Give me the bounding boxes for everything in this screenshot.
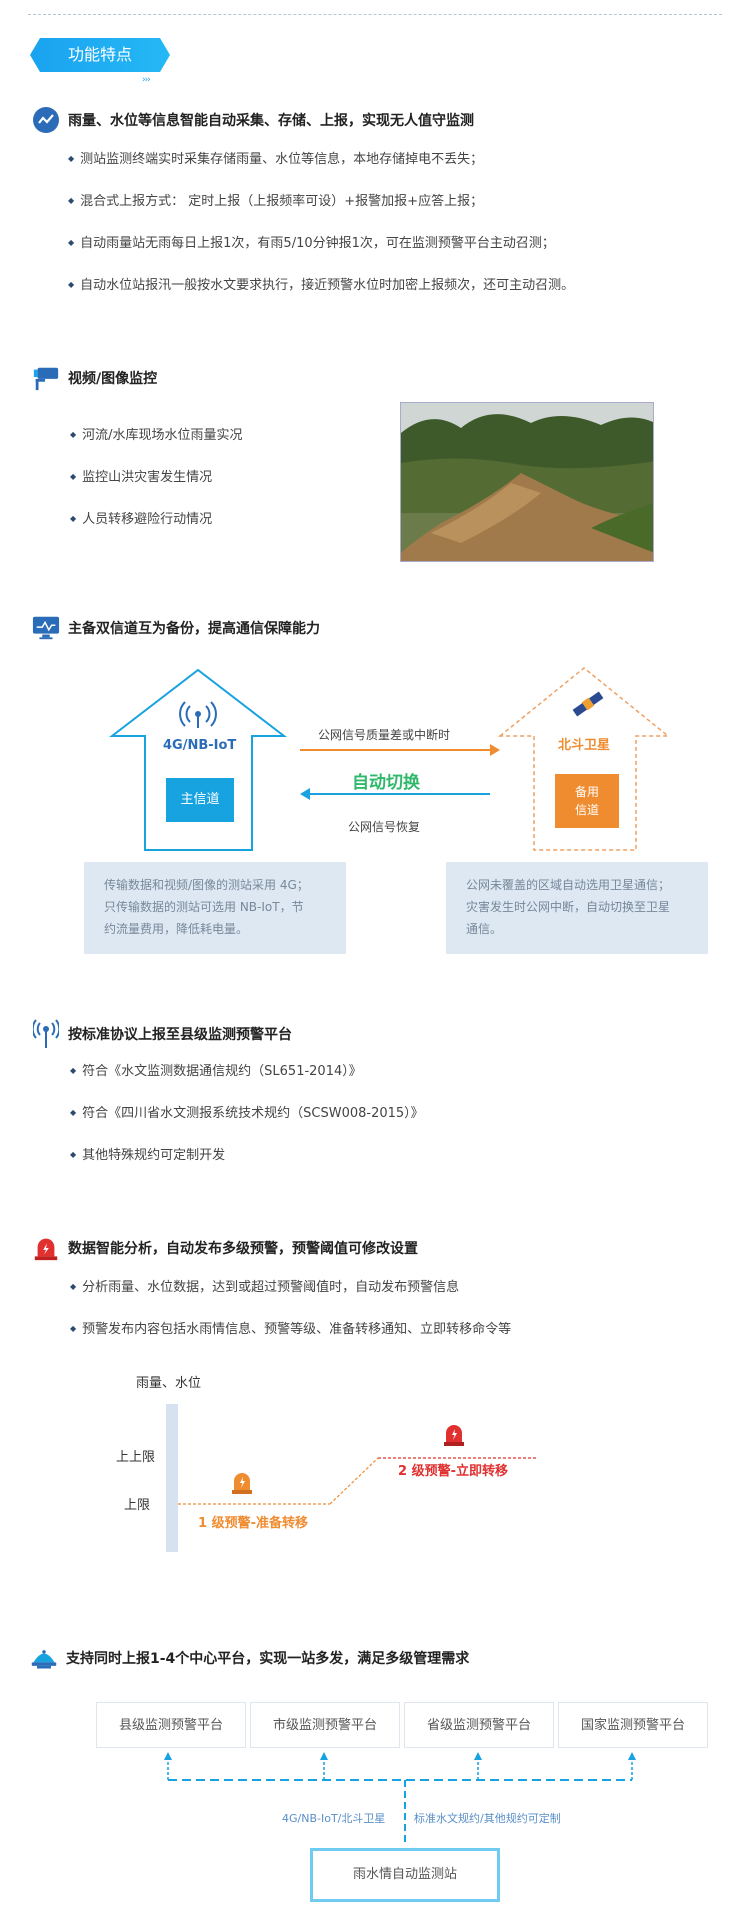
level2-alarm-icon [444,1425,464,1446]
arrow-bottom-label: 公网信号恢复 [348,820,421,834]
signal-icon [32,1019,60,1048]
right-note-box: 公网未覆盖的区域自动选用卫星通信； 灾害发生时公网中断，自动切换至卫星 通信。 [446,862,708,954]
left-channel-label: 4G/NB-IoT [163,738,237,753]
signal-tower-icon [179,701,217,728]
section-video-title: 视频/图像监控 [68,371,158,387]
section-platform-title: 支持同时上报1-4个中心平台，实现一站多发，满足多级管理需求 [66,1651,470,1667]
section-channel-header: 主备双信道互为备份，提高通信保障能力 [32,614,320,642]
list-item: 其他特殊规约可定制开发 [70,1144,225,1163]
river-flood-photo [400,402,654,562]
auto-switch-label: 自动切换 [352,773,420,793]
warn-level2-label: 2 级预警-立即转移 [398,1464,508,1479]
left-note-box: 传输数据和视频/图像的测站采用 4G； 只传输数据的测站可选用 NB-IoT，节… [84,862,346,954]
backup-channel-box: 备用 信道 [555,774,619,828]
left-note-line: 传输数据和视频/图像的测站采用 4G； [104,878,309,892]
backup-channel-line1: 备用 [574,785,599,799]
list-item: 预警发布内容包括水雨情信息、预警等级、准备转移通知、立即转移命令等 [70,1318,511,1337]
monitor-icon [32,614,60,642]
warn-level1-label: 1 级预警-准备转移 [198,1516,308,1531]
platform-city: 市级监测预警平台 [250,1702,400,1748]
list-item: 测站监测终端实时采集存储雨量、水位等信息，本地存储掉电不丢失； [68,148,483,167]
banner-title: 功能特点 [67,45,132,64]
main-channel-box: 主信道 [166,778,234,822]
list-item: 分析雨量、水位数据，达到或超过预警阈值时，自动发布预警信息 [70,1276,459,1295]
section-protocol-title: 按标准协议上报至县级监测预警平台 [68,1027,292,1043]
list-item: 自动水位站报汛一般按水文要求执行，接近预警水位时加密上报频次，还可主动召测。 [68,274,574,293]
chevrons-icon: ››› [142,75,151,85]
section-collect-header: 雨量、水位等信息智能自动采集、存储、上报，实现无人值守监测 [32,106,474,134]
list-item: 人员转移避险行动情况 [70,508,212,527]
level1-alarm-icon [232,1473,252,1494]
satellite-icon [572,691,604,717]
left-note-line: 约流量费用，降低耗电量。 [104,922,249,936]
warning-level-diagram [166,1404,536,1552]
section-platform-header: 支持同时上报1-4个中心平台，实现一站多发，满足多级管理需求 [30,1644,469,1672]
list-item: 监控山洪灾害发生情况 [70,466,212,485]
channel-diagram [109,667,671,851]
axis-title: 雨量、水位 [136,1376,202,1391]
section-protocol-header: 按标准协议上报至县级监测预警平台 [32,1019,292,1048]
section-channel-title: 主备双信道互为备份，提高通信保障能力 [68,621,320,637]
platform-national: 国家监测预警平台 [558,1702,708,1748]
section-collect-title: 雨量、水位等信息智能自动采集、存储、上报，实现无人值守监测 [68,113,474,129]
features-banner: 功能特点 ››› [30,38,176,85]
alarm-light-icon [32,1234,60,1262]
right-note-line: 灾害发生时公网中断，自动切换至卫星 [466,900,671,914]
list-item: 符合《四川省水文测报系统技术规约（SCSW008-2015）》 [70,1102,424,1121]
right-note-line: 通信。 [466,922,503,936]
satellite-dish-icon [30,1644,58,1672]
link-right-label: 标准水文规约/其他规约可定制 [414,1812,561,1825]
camera-icon [32,364,60,392]
platform-county: 县级监测预警平台 [96,1702,246,1748]
arrow-top-label: 公网信号质量差或中断时 [318,728,451,742]
list-item: 混合式上报方式： 定时上报（上报频率可设）+报警加报+应答上报； [68,190,483,209]
section-warning-title: 数据智能分析，自动发布多级预警，预警阈值可修改设置 [68,1241,418,1257]
link-left-label: 4G/NB-IoT/北斗卫星 [282,1812,386,1825]
top-divider [28,14,722,15]
backup-channel-line2: 信道 [574,803,599,817]
section-warning-header: 数据智能分析，自动发布多级预警，预警阈值可修改设置 [32,1234,418,1262]
right-channel-label: 北斗卫星 [558,738,611,753]
list-item: 河流/水库现场水位雨量实况 [70,424,242,443]
platform-link-lines [164,1752,636,1846]
level-upper: 上限 [124,1498,151,1513]
level-upper-upper: 上上限 [116,1450,156,1465]
left-note-line: 只传输数据的测站可选用 NB-IoT，节 [104,900,304,914]
right-note-line: 公网未覆盖的区域自动选用卫星通信； [466,878,671,892]
line-chart-icon [32,106,60,134]
section-video-header: 视频/图像监控 [32,364,157,392]
list-item: 自动雨量站无雨每日上报1次，有雨5/10分钟报1次，可在监测预警平台主动召测； [68,232,555,251]
list-item: 符合《水文监测数据通信规约（SL651-2014）》 [70,1060,362,1079]
platform-province: 省级监测预警平台 [404,1702,554,1748]
station-box: 雨水情自动监测站 [310,1848,500,1902]
